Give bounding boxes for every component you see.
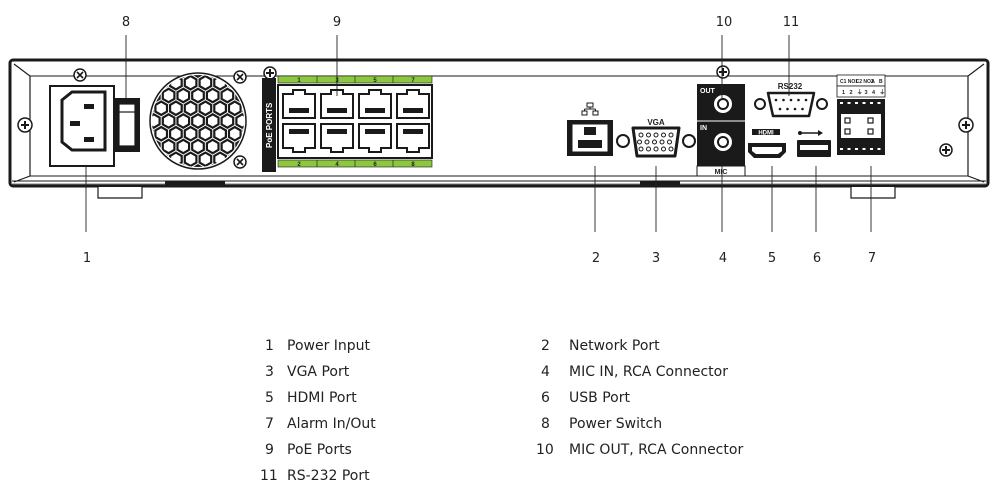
poe-port[interactable] bbox=[396, 89, 430, 119]
alarm-header-label: NO1 bbox=[848, 79, 859, 85]
usb-icon bbox=[798, 130, 823, 136]
alarm-pin-number: 2 bbox=[850, 90, 853, 96]
poe-port[interactable] bbox=[358, 89, 392, 119]
fan-grille bbox=[149, 72, 247, 170]
screw-icon bbox=[263, 66, 277, 80]
power-input-socket[interactable] bbox=[49, 85, 115, 167]
network-port[interactable] bbox=[567, 120, 613, 156]
alarm-pin-number: 3 bbox=[865, 90, 868, 96]
poe-port[interactable] bbox=[320, 123, 354, 153]
callout-2: 2 bbox=[592, 251, 600, 266]
screw-icon bbox=[716, 65, 730, 79]
poe-label-bar: PoE PORTS bbox=[262, 78, 276, 172]
svg-text:HDMI: HDMI bbox=[758, 131, 774, 137]
screw-icon bbox=[958, 117, 974, 133]
network-icon bbox=[581, 102, 599, 116]
callout-5: 5 bbox=[768, 251, 776, 266]
alarm-pin-number: 4 bbox=[872, 90, 876, 96]
poe-port-number: 4 bbox=[335, 162, 339, 168]
screw-icon bbox=[17, 117, 33, 133]
poe-port-number: 7 bbox=[411, 78, 415, 84]
poe-port-number: 1 bbox=[297, 78, 301, 84]
callout-10: 10 bbox=[716, 15, 733, 30]
poe-port-number: 2 bbox=[297, 162, 301, 168]
callout-11: 11 bbox=[783, 15, 800, 30]
poe-port-number: 6 bbox=[373, 162, 377, 168]
poe-ports: 12345678 bbox=[277, 75, 433, 168]
screw-icon bbox=[939, 143, 953, 157]
alarm-header-label: NO2 bbox=[863, 79, 874, 85]
callout-9: 9 bbox=[333, 15, 341, 30]
mic-out-connector[interactable] bbox=[712, 93, 734, 115]
vga-label: VGA bbox=[647, 118, 665, 127]
poe-label: PoE PORTS bbox=[265, 102, 274, 148]
hdmi-logo: HDMI bbox=[752, 129, 780, 137]
mic-out-label: OUT bbox=[700, 88, 716, 95]
callout-8: 8 bbox=[122, 15, 130, 30]
vga-port[interactable] bbox=[616, 126, 696, 158]
screw-icon bbox=[233, 155, 247, 169]
alarm-header-label: A bbox=[871, 79, 875, 85]
alarm-header-label: C2 bbox=[856, 79, 863, 85]
poe-port[interactable] bbox=[396, 123, 430, 153]
alarm-header-label: B bbox=[879, 79, 883, 85]
alarm-header-label: C1 bbox=[840, 79, 847, 85]
alarm-pin-number: ⏚ bbox=[880, 89, 886, 96]
power-switch[interactable] bbox=[114, 98, 140, 152]
foot-right bbox=[850, 187, 896, 199]
poe-port-number: 8 bbox=[411, 162, 415, 168]
poe-port[interactable] bbox=[358, 123, 392, 153]
foot-left bbox=[97, 187, 143, 199]
alarm-pin-number: 1 bbox=[842, 90, 845, 96]
rs232-port[interactable] bbox=[754, 91, 828, 118]
alarm-pin-number: ⏚ bbox=[857, 89, 863, 96]
callout-7: 7 bbox=[868, 251, 876, 266]
callout-3: 3 bbox=[652, 251, 660, 266]
usb-port[interactable] bbox=[797, 140, 831, 157]
screw-icon bbox=[73, 68, 87, 82]
callout-lines bbox=[85, 35, 872, 232]
mic-in-connector[interactable] bbox=[712, 131, 734, 153]
poe-port[interactable] bbox=[282, 89, 316, 119]
mic-in-label: IN bbox=[700, 125, 707, 132]
poe-port-number: 5 bbox=[373, 78, 377, 84]
callout-4: 4 bbox=[719, 251, 727, 266]
callout-1: 1 bbox=[83, 251, 91, 266]
poe-port[interactable] bbox=[282, 123, 316, 153]
poe-port[interactable] bbox=[320, 89, 354, 119]
rs232-label: RS232 bbox=[778, 82, 803, 91]
screw-icon bbox=[233, 70, 247, 84]
callout-6: 6 bbox=[813, 251, 821, 266]
mic-label: MIC bbox=[715, 169, 728, 176]
hdmi-port[interactable] bbox=[748, 143, 786, 158]
